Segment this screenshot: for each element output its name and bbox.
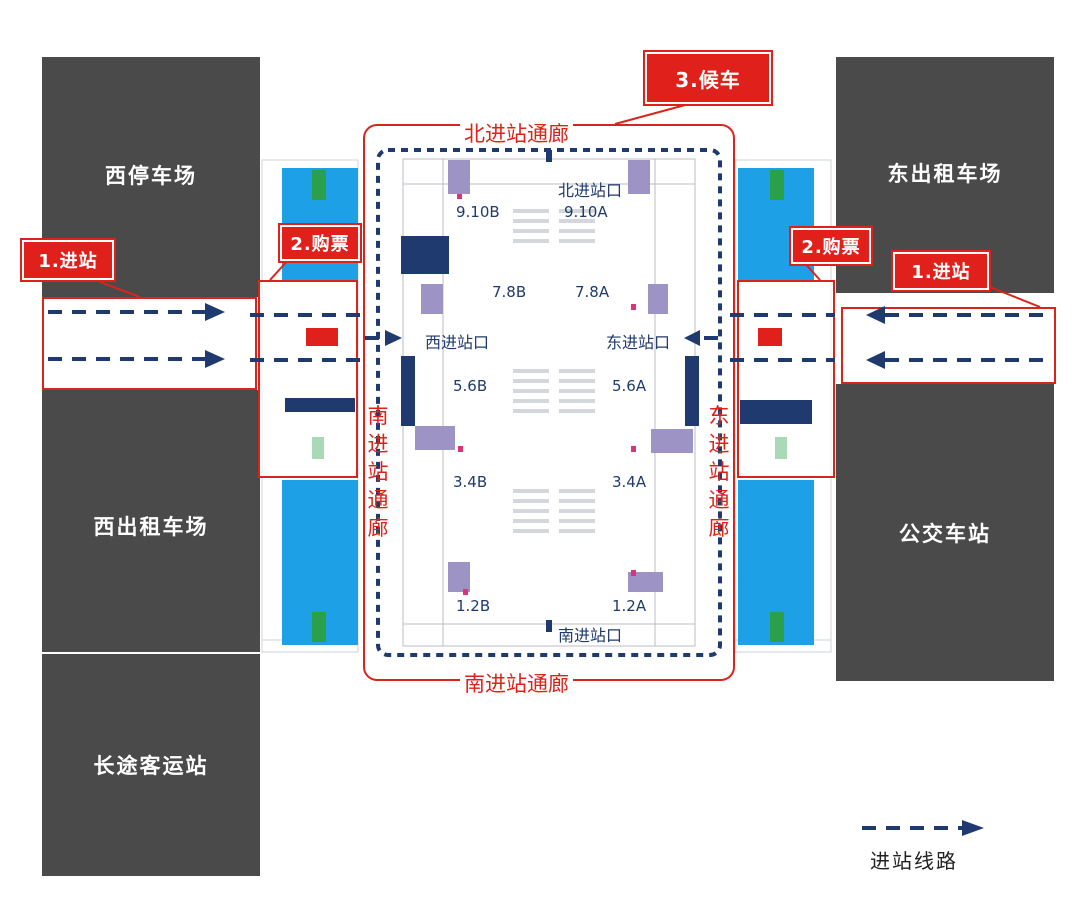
ticket-counter — [306, 328, 338, 346]
south-gate-label: 南进站口 — [558, 626, 623, 645]
east-taxi-label: 东出租车场 — [887, 161, 1003, 186]
step-enter-west-label: 1.进站 — [38, 251, 98, 272]
ticket-sign — [740, 400, 812, 424]
hall-floor-plan — [401, 158, 699, 647]
waiting-room-label: 1.2A — [612, 597, 647, 615]
south-corridor-label: 南进站通廊 — [460, 668, 573, 698]
step-wait: 3.候车 — [645, 52, 771, 104]
bus-station-label: 公交车站 — [899, 521, 991, 546]
waiting-room-label: 7.8B — [492, 283, 527, 301]
legend-label: 进站线路 — [870, 849, 958, 873]
west-parking-label: 西停车场 — [105, 163, 197, 188]
east-corridor-label: 东进站通廊 — [708, 404, 730, 540]
step-ticket-east-label: 2.购票 — [801, 237, 861, 258]
step-ticket-east: 2.购票 — [791, 228, 871, 264]
ticket-counter — [758, 328, 782, 346]
step-ticket-west: 2.购票 — [280, 225, 360, 261]
west-taxi-label: 西出租车场 — [93, 515, 209, 539]
waiting-room-label: 5.6B — [453, 377, 488, 395]
west-corridor-label: 南进站通廊 — [367, 404, 389, 540]
step-ticket-west-label: 2.购票 — [290, 234, 350, 255]
north-corridor-label: 北进站通廊 — [460, 118, 573, 148]
step-wait-label: 3.候车 — [675, 67, 741, 92]
east-gate-label: 东进站口 — [606, 333, 671, 352]
long-distance-block: 长途客运站 — [42, 654, 260, 876]
step-enter-east-label: 1.进站 — [911, 262, 971, 283]
ticket-sign — [285, 398, 355, 412]
waiting-room-label: 9.10A — [564, 203, 608, 221]
west-taxi-block: 西出租车场 — [42, 390, 260, 652]
waiting-room-label: 3.4A — [612, 473, 647, 491]
waiting-room-label: 9.10B — [456, 203, 500, 221]
west-gate-label: 西进站口 — [425, 333, 490, 352]
north-gate-label: 北进站口 — [558, 181, 623, 200]
bus-station-block: 公交车站 — [836, 384, 1054, 681]
green-marker — [770, 170, 784, 200]
green-marker — [312, 170, 326, 200]
green-marker — [770, 612, 784, 642]
long-distance-label: 长途客运站 — [93, 754, 209, 778]
waiting-room-label: 7.8A — [575, 283, 610, 301]
step-enter-east: 1.进站 — [893, 252, 989, 290]
waiting-room-label: 1.2B — [456, 597, 491, 615]
step-enter-west: 1.进站 — [22, 240, 114, 280]
green-marker — [312, 612, 326, 642]
waiting-room-label: 5.6A — [612, 377, 647, 395]
waiting-room-label: 3.4B — [453, 473, 488, 491]
